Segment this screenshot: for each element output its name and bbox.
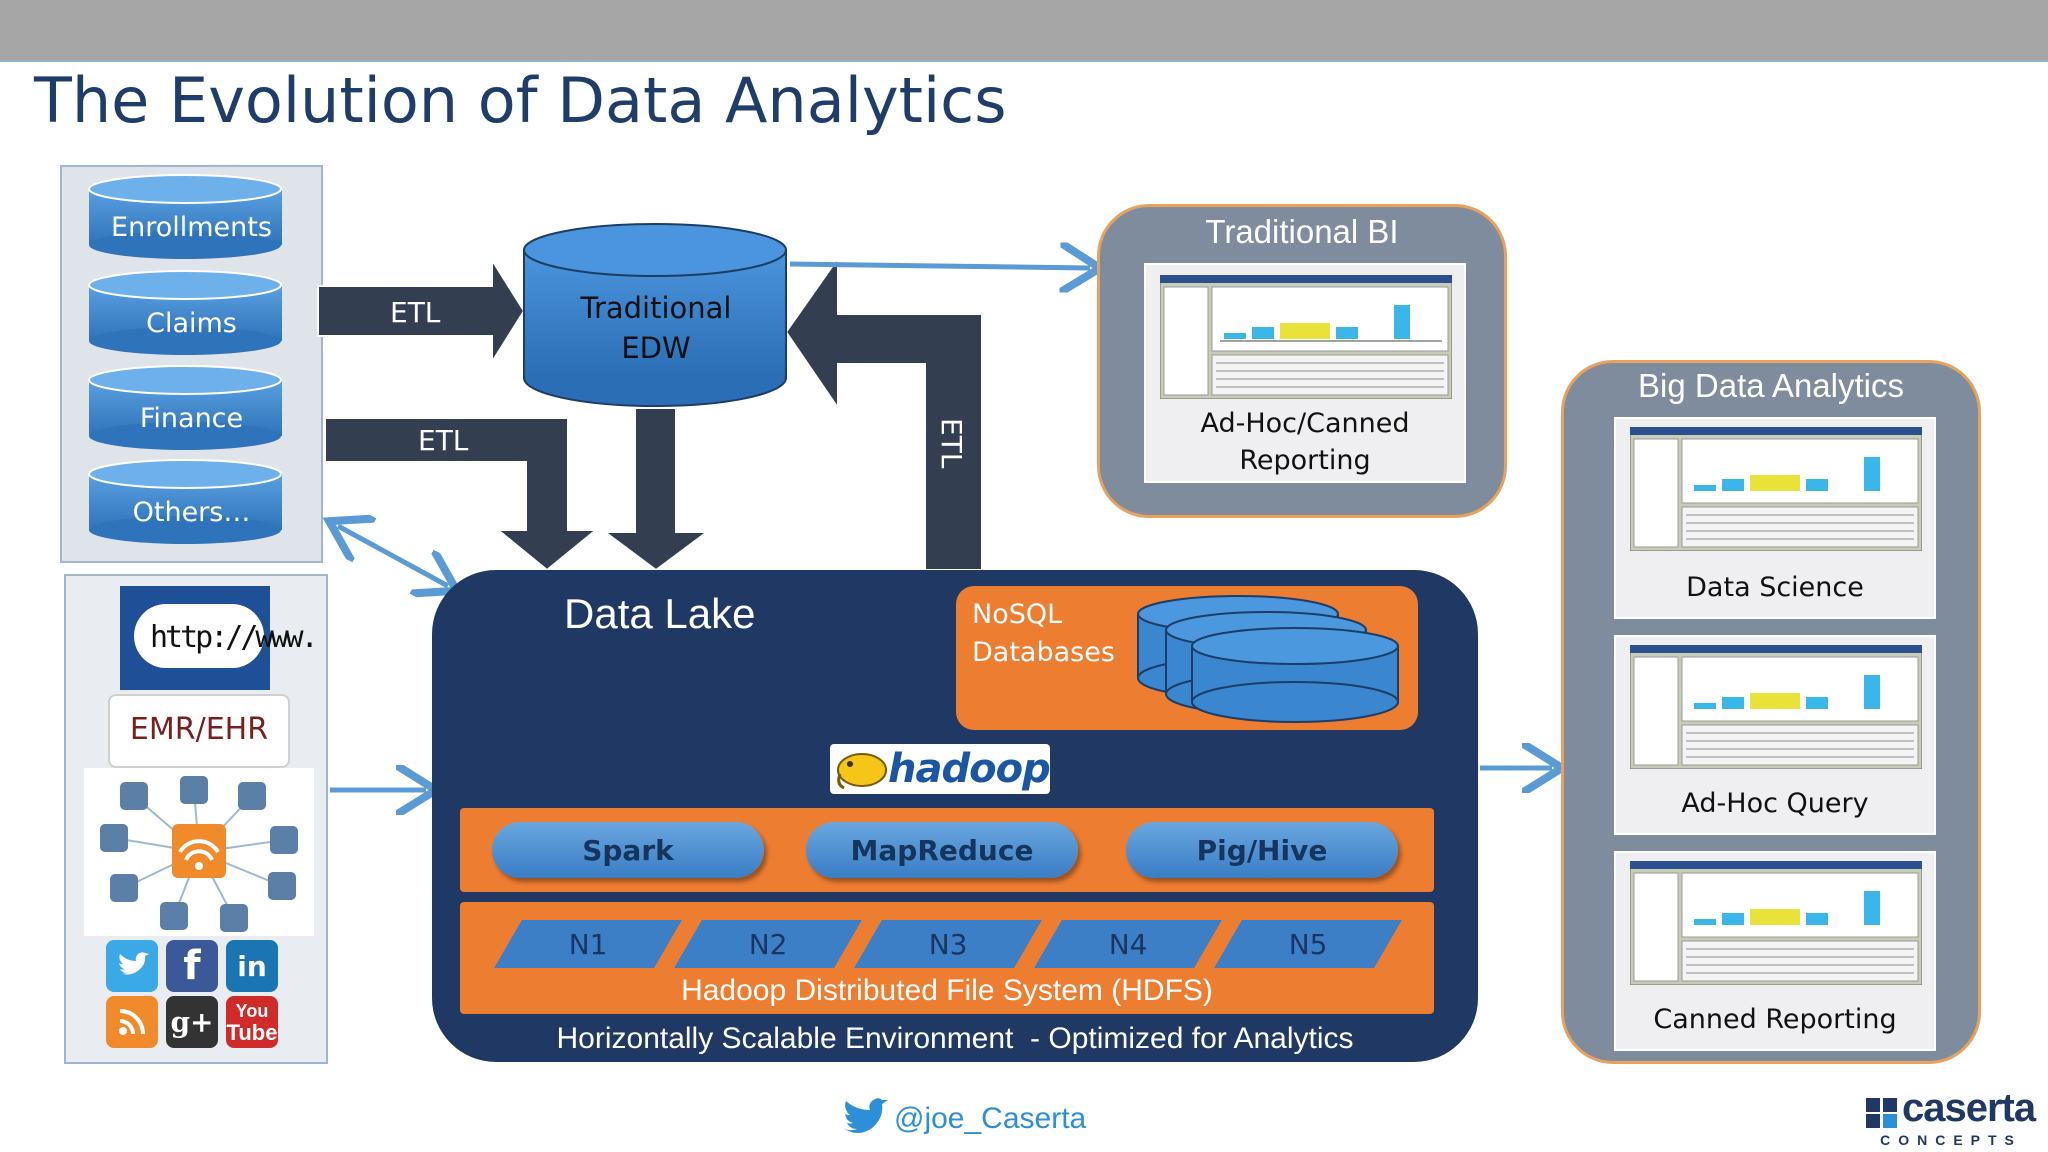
node-n3: N3 [854, 920, 1042, 968]
source-label-others: Others… [132, 497, 251, 528]
edw-label-line1: Traditional [580, 291, 732, 325]
source-cylinders [88, 174, 282, 544]
etl-label-lake-edw: ETL [935, 418, 968, 469]
source-databases-panel: Enrollments Claims Finance Others… [60, 165, 323, 563]
enrollments-cylinder-icon [88, 174, 282, 259]
big-data-analytics-panel: Big Data Analytics Data Science Ad-Ho [1561, 360, 1981, 1064]
nosql-databases-box: NoSQL Databases [956, 586, 1418, 730]
traditional-bi-panel: Traditional BI Ad-Hoc/Canned Reporting [1097, 204, 1507, 518]
data-lake-container: Data Lake NoSQL Databases [432, 570, 1478, 1062]
etl-arrow-edw-to-lake [601, 407, 711, 572]
node-n1: N1 [494, 920, 682, 968]
nosql-cylinders-icon [1137, 595, 1399, 723]
etl-arrow-sources-to-edw [317, 256, 526, 366]
arrow-sources-lake-bidirectional [338, 526, 448, 586]
finance-cylinder-icon [88, 365, 282, 450]
data-science-caption: Data Science [1686, 572, 1864, 603]
engine-pig-hive: Pig/Hive [1126, 822, 1398, 878]
processing-engines-band: Spark MapReduce Pig/Hive [460, 808, 1434, 892]
canned-reporting-card: Canned Reporting [1614, 851, 1936, 1051]
etl-arrow-sources-to-lake [324, 417, 599, 572]
data-lake-title: Data Lake [564, 590, 756, 637]
report-screenshot-icon [1630, 427, 1922, 551]
hadoop-logo-text: hadoop [888, 746, 1051, 792]
data-science-card: Data Science [1614, 417, 1936, 619]
traditional-bi-caption-line1: Ad-Hoc/Canned [1200, 408, 1410, 439]
source-label-finance: Finance [139, 403, 244, 434]
traditional-bi-card: Ad-Hoc/Canned Reporting [1144, 263, 1466, 483]
big-data-title: Big Data Analytics [1638, 367, 1904, 404]
http-label: http://www. [150, 620, 319, 655]
etl-label-edw-lake: ETL [607, 460, 640, 511]
twitter-handle: @joe_Caserta [894, 1102, 1087, 1135]
traditional-bi-title: Traditional BI [1205, 213, 1399, 250]
nosql-label-line1: NoSQL [972, 599, 1063, 630]
node-n4-label: N4 [1108, 927, 1148, 961]
hadoop-logo: hadoop [830, 744, 1051, 794]
report-screenshot-icon [1160, 275, 1452, 399]
report-screenshot-icon [1630, 861, 1922, 985]
youtube-top-label: You [235, 1001, 269, 1021]
google-plus-icon: g+ [166, 996, 218, 1048]
source-label-enrollments: Enrollments [111, 212, 272, 243]
engine-spark: Spark [492, 822, 764, 878]
source-label-claims: Claims [146, 308, 237, 339]
edw-label: Traditional EDW [520, 288, 792, 368]
caserta-brand-name: caserta [1902, 1086, 2036, 1130]
arrow-edw-to-traditional-bi [789, 264, 1090, 268]
caserta-logo-mark-icon [1866, 1098, 1897, 1128]
twitter-bird-icon [843, 1098, 888, 1133]
traditional-bi-caption-line2: Reporting [1239, 445, 1371, 476]
hdfs-band: N1 N2 N3 N4 N5 Hadoop Distributed File S… [460, 902, 1434, 1014]
others-cylinder-icon [88, 459, 282, 544]
nosql-label: NoSQL Databases [972, 596, 1115, 672]
youtube-bottom-label: Tube [226, 1020, 278, 1045]
node-n5: N5 [1214, 920, 1402, 968]
etl-arrow-lake-to-edw [784, 254, 983, 571]
top-bar [0, 0, 2048, 62]
edw-label-line2: EDW [621, 331, 691, 365]
node-n2-label: N2 [748, 927, 788, 961]
node-n2: N2 [674, 920, 862, 968]
youtube-icon: You Tube [226, 996, 278, 1048]
traditional-bi-caption: Ad-Hoc/Canned Reporting [1146, 405, 1464, 479]
hdfs-label: Hadoop Distributed File System (HDFS) [681, 974, 1213, 1007]
facebook-icon: f [166, 940, 218, 992]
linkedin-icon: in [226, 940, 278, 992]
rss-icon [106, 996, 158, 1048]
emr-ehr-label: EMR/EHR [129, 712, 269, 747]
node-n5-label: N5 [1288, 927, 1328, 961]
engine-mapreduce: MapReduce [806, 822, 1078, 878]
node-n3-label: N3 [928, 927, 968, 961]
caserta-brand-sub: CONCEPTS [1880, 1132, 2022, 1148]
etl-label-sources-edw: ETL [390, 296, 441, 329]
ad-hoc-query-caption: Ad-Hoc Query [1681, 788, 1869, 819]
external-sources-panel: http://www. EMR/EHR f in g+ You [64, 574, 328, 1064]
nosql-label-line2: Databases [972, 637, 1115, 668]
caserta-logo: caserta CONCEPTS [1866, 1086, 2036, 1148]
emr-ehr-badge: EMR/EHR [108, 694, 290, 768]
twitter-icon [106, 940, 158, 992]
slide-title: The Evolution of Data Analytics [34, 64, 1007, 137]
claims-cylinder-icon [88, 270, 282, 355]
node-n4: N4 [1034, 920, 1222, 968]
node-n1-label: N1 [568, 927, 608, 961]
web-http-icon: http://www. [120, 586, 319, 690]
iot-network-icon [84, 768, 314, 936]
data-lake-footer: Horizontally Scalable Environment - Opti… [556, 1022, 1354, 1055]
report-screenshot-icon [1630, 645, 1922, 769]
hadoop-elephant-icon [837, 753, 887, 790]
traditional-edw-cylinder-icon [523, 223, 787, 407]
canned-reporting-caption: Canned Reporting [1653, 1004, 1897, 1035]
ad-hoc-query-card: Ad-Hoc Query [1614, 635, 1936, 835]
etl-label-sources-lake: ETL [418, 424, 469, 457]
